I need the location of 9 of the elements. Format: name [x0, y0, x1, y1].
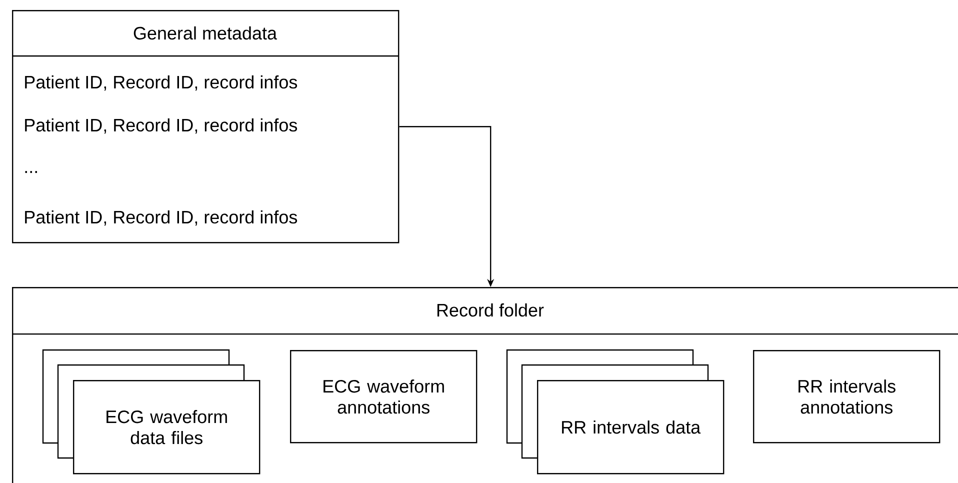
table-box: General metadata Patient ID, Record ID, record infos Patient ID, Record ID, record infos ... Patient ID, Record ID, record infos	[12, 10, 400, 244]
row-text: ...	[25, 171, 37, 173]
row-text: Patient ID, Record ID, record infos	[25, 75, 298, 91]
file-box: ECG waveform annotations	[290, 350, 478, 444]
file-box: RR intervals annotations	[753, 350, 940, 444]
row-text: Patient ID, Record ID, record infos	[25, 118, 298, 134]
row-text: Patient ID, Record ID, record infos	[25, 210, 298, 226]
file-stack: RR intervals data	[506, 349, 724, 474]
file-stack: ECG waveform data files	[42, 349, 260, 474]
